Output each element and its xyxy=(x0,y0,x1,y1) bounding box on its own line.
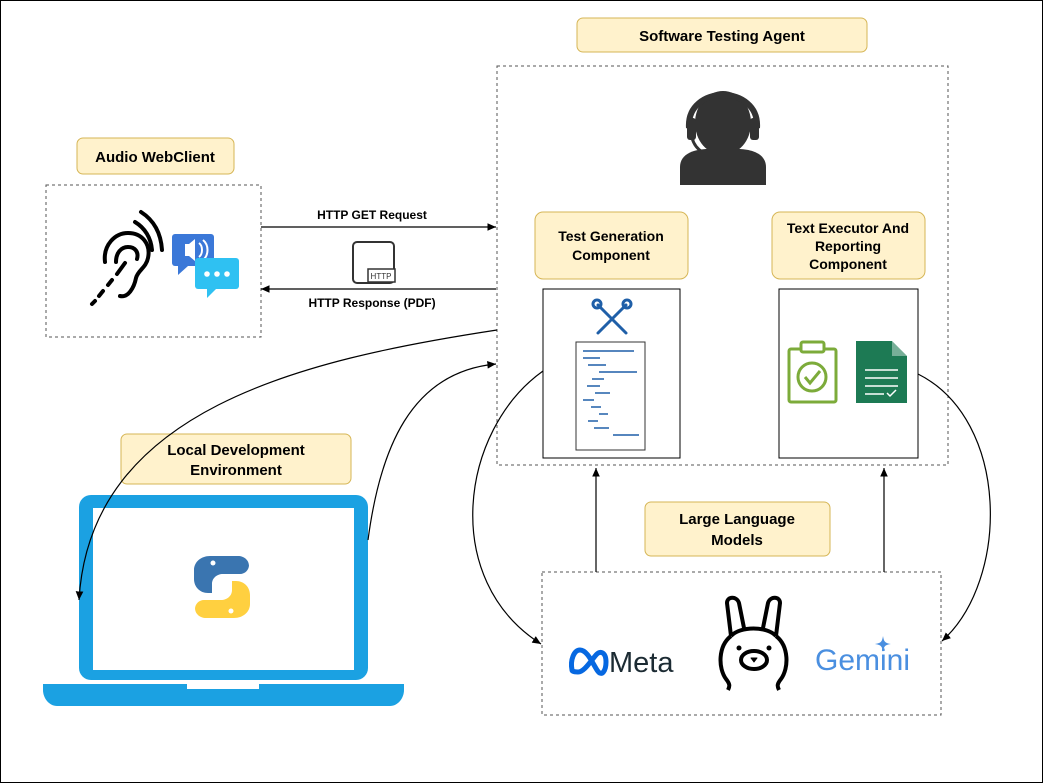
audio-client-container xyxy=(45,184,262,338)
executor-label: Text Executor And Reporting Component xyxy=(771,211,926,280)
executor-to-llm-arrow xyxy=(917,373,991,642)
audio-client-label: Audio WebClient xyxy=(76,137,235,175)
svg-text:Gemini: Gemini xyxy=(815,644,910,677)
meta-logo-icon: Meta xyxy=(569,647,674,679)
http-file-icon: HTTP xyxy=(352,241,396,284)
hearing-icon xyxy=(90,210,164,306)
llm-container xyxy=(541,571,942,716)
svg-text:Local Development: Local Development xyxy=(167,442,305,459)
svg-text:Component: Component xyxy=(809,256,887,272)
agent-to-laptop-arrow xyxy=(75,329,498,601)
svg-text:Text Executor And: Text Executor And xyxy=(787,220,909,236)
llm-label: Large Language Models xyxy=(644,501,831,557)
code-doc-icon xyxy=(575,341,646,451)
clipboard-check-icon xyxy=(787,340,838,404)
sheet-check-icon xyxy=(856,341,907,403)
svg-text:Software Testing Agent: Software Testing Agent xyxy=(639,28,805,45)
svg-text:Component: Component xyxy=(572,247,650,263)
python-logo-icon xyxy=(194,556,250,618)
svg-text:Audio WebClient: Audio WebClient xyxy=(95,149,215,166)
svg-text:Large Language: Large Language xyxy=(679,511,795,528)
laptop-to-agent-arrow xyxy=(367,360,497,541)
test-generation-label: Test Generation Component xyxy=(534,211,689,280)
agent-container xyxy=(496,65,949,466)
tools-icon xyxy=(591,298,633,335)
laptop-icon xyxy=(43,495,404,706)
svg-text:Models: Models xyxy=(711,532,763,549)
svg-text:Meta: Meta xyxy=(609,647,674,679)
http-response-label: HTTP Response (PDF) xyxy=(308,296,435,310)
person-headset-icon xyxy=(680,91,766,185)
agent-title-label: Software Testing Agent xyxy=(576,17,868,53)
http-request-label: HTTP GET Request xyxy=(317,208,427,222)
svg-text:HTTP: HTTP xyxy=(371,272,392,281)
testgen-to-llm-arrow xyxy=(472,370,544,645)
svg-text:Reporting: Reporting xyxy=(815,238,881,254)
llama-logo-icon xyxy=(718,595,789,691)
svg-text:Test Generation: Test Generation xyxy=(558,228,664,244)
local-env-label: Local Development Environment xyxy=(120,433,352,485)
svg-text:Environment: Environment xyxy=(190,462,282,479)
chat-icon xyxy=(172,234,239,298)
gemini-logo-icon: Gemini xyxy=(815,636,910,677)
